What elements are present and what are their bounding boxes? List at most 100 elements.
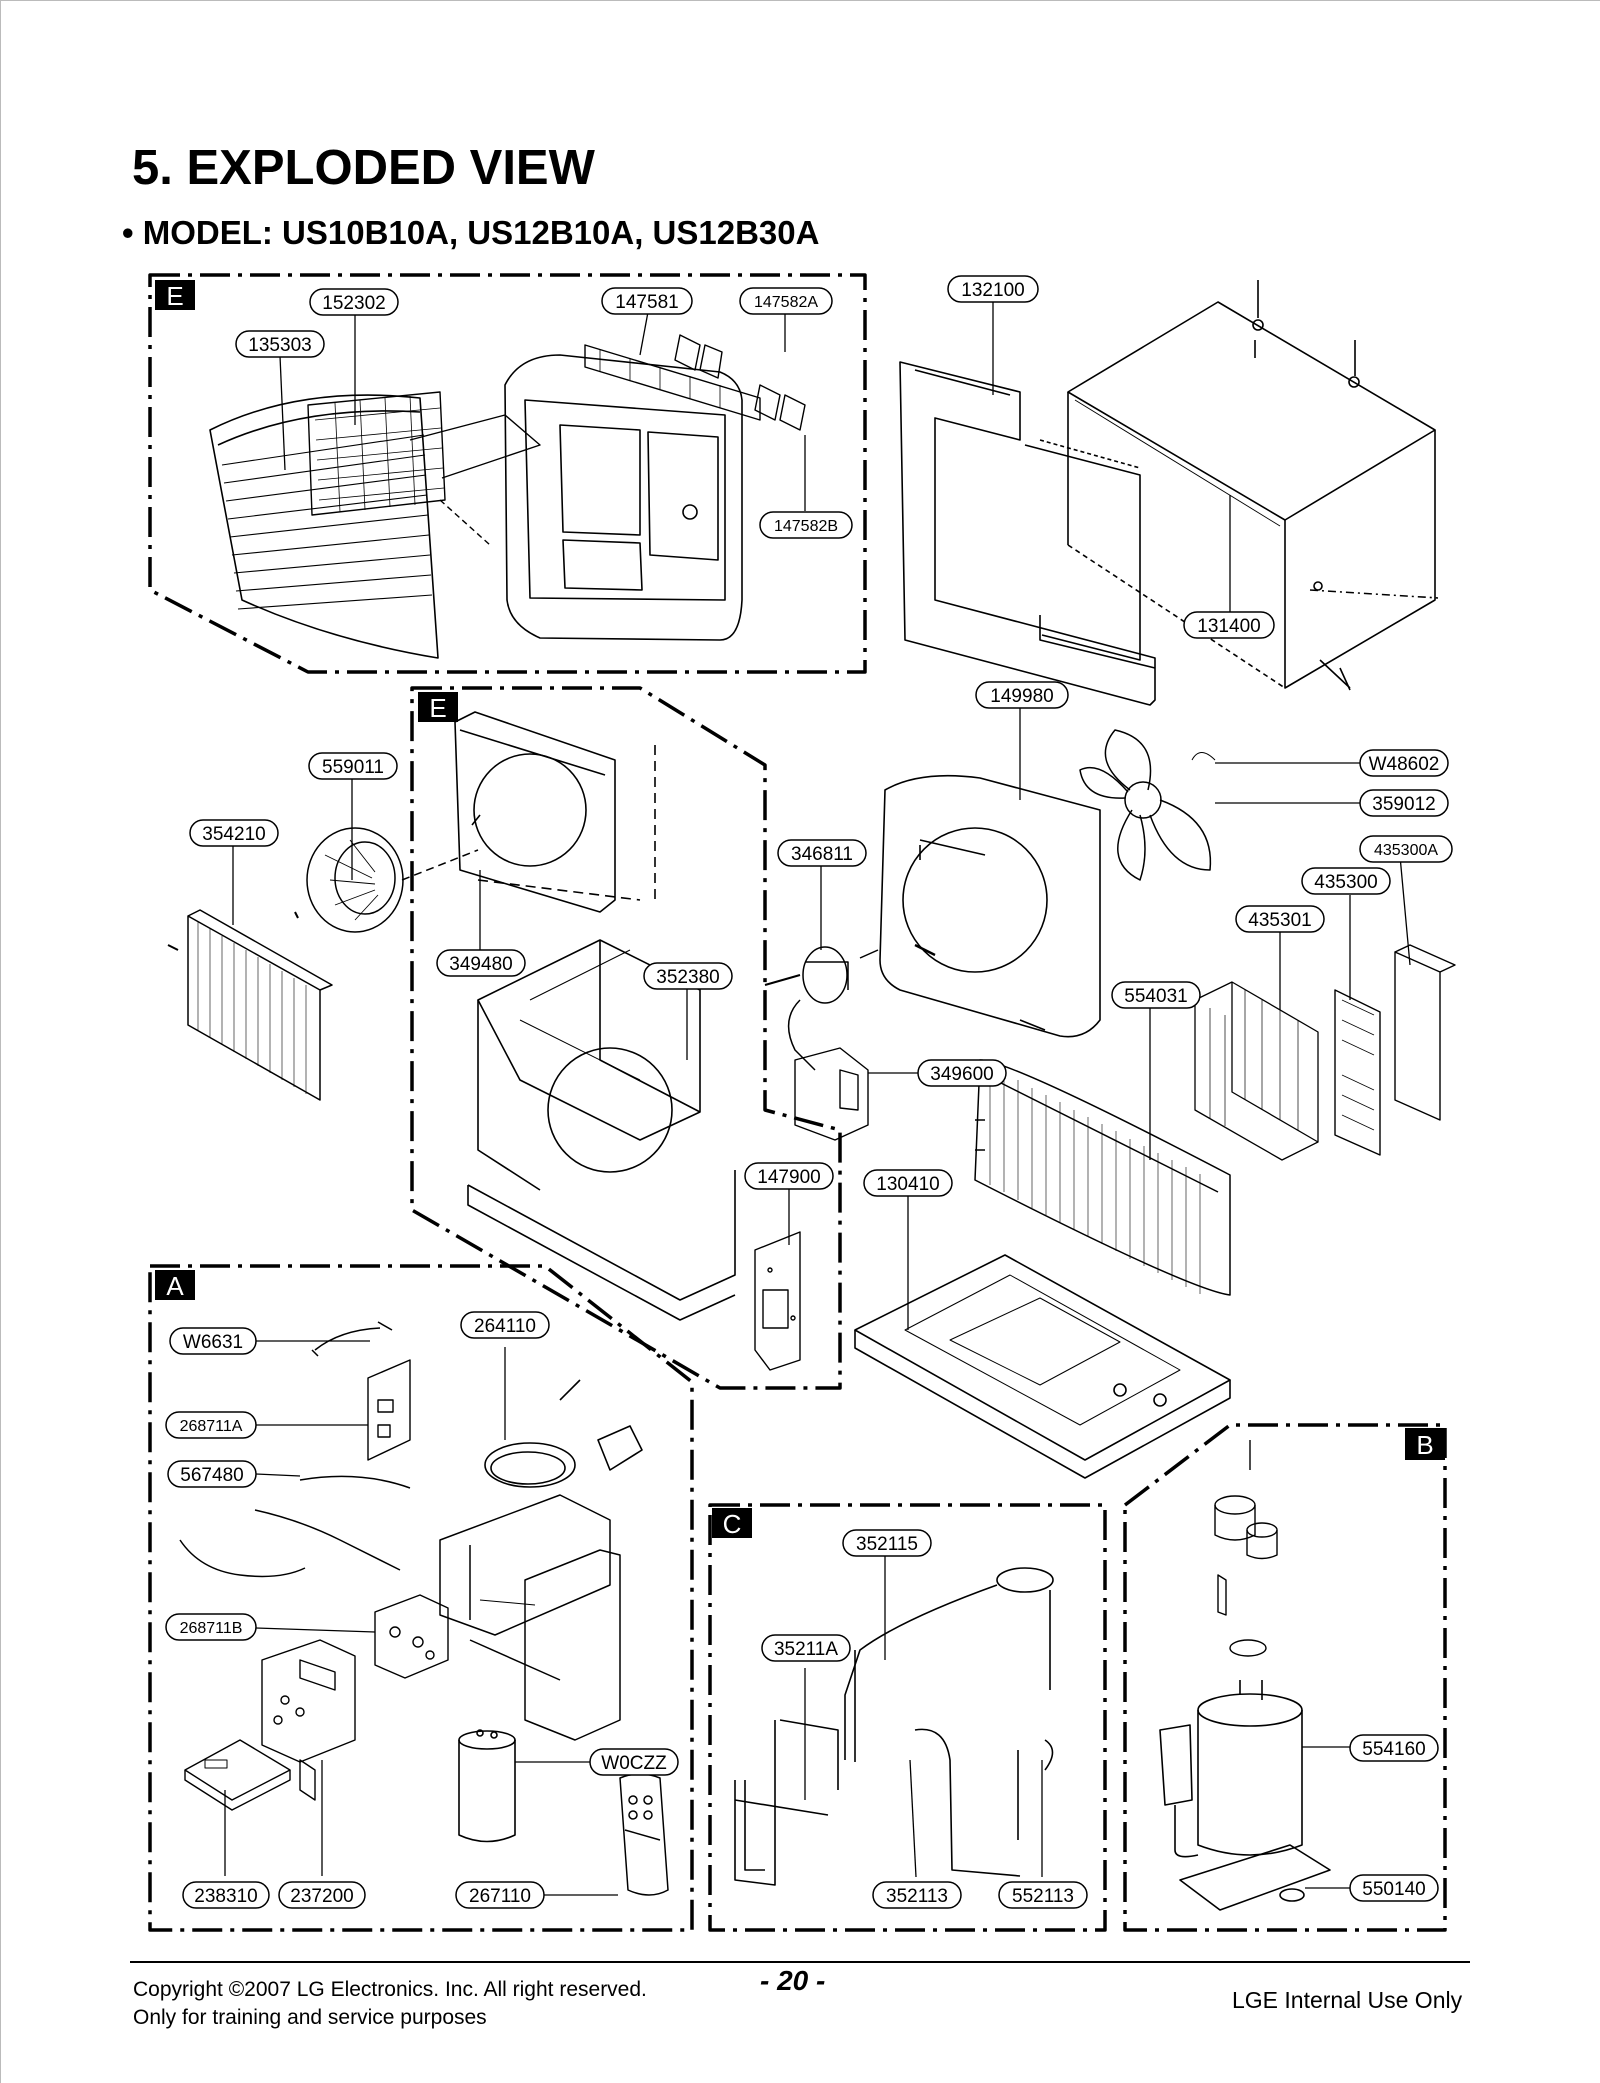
part-callout: 559011	[308, 752, 398, 780]
part-number: W48602	[1369, 754, 1440, 775]
section-c-outline	[708, 1503, 1107, 1932]
part-number: 435301	[1248, 910, 1311, 931]
part-callout: 238310	[182, 1881, 270, 1909]
part-number: 352115	[856, 1534, 918, 1555]
footer-rule	[130, 1961, 1470, 1963]
part-callout: 354210	[189, 819, 279, 847]
propeller-fan-drawing	[1079, 729, 1216, 881]
part-callout: W48602	[1359, 749, 1449, 777]
part-callout: 131400	[1183, 611, 1275, 639]
side-grille-drawing	[1334, 989, 1381, 1156]
part-number: 135303	[248, 335, 311, 356]
section-tab-e-mid: E	[418, 692, 458, 723]
louver-drawing	[584, 334, 806, 431]
part-callout: 435300A	[1359, 835, 1453, 863]
fan-shroud-drawing	[454, 711, 656, 913]
section-letter: B	[1416, 1430, 1433, 1460]
pcb-main-drawing	[367, 1359, 411, 1461]
wiring-harness-drawing	[179, 1321, 411, 1578]
part-number: W0CZZ	[601, 1753, 667, 1774]
part-callout: 554031	[1111, 981, 1201, 1009]
part-number: 349480	[449, 954, 512, 975]
front-panel-drawing	[504, 354, 743, 641]
part-number: 237200	[290, 1886, 353, 1907]
part-callout: 352115	[842, 1529, 932, 1557]
part-callout: 435301	[1235, 905, 1325, 933]
part-callout: W0CZZ	[589, 1748, 679, 1776]
part-callout: 552113	[998, 1881, 1088, 1909]
orifice-shroud-drawing	[879, 774, 1101, 1038]
part-number: 567480	[180, 1465, 243, 1486]
part-callout: 349480	[436, 949, 526, 977]
part-callout: 147581	[601, 287, 693, 315]
part-callout: 435300	[1301, 867, 1391, 895]
part-number: 349600	[930, 1064, 993, 1085]
part-callout: 147582B	[759, 511, 853, 539]
model-heading: • MODEL: US10B10A, US12B10A, US12B30A	[122, 214, 820, 251]
part-number: 131400	[1197, 616, 1260, 637]
base-housing-drawing	[467, 939, 736, 1321]
part-callout: 352113	[872, 1881, 962, 1909]
part-number: 554031	[1124, 986, 1187, 1007]
part-callout: 132100	[947, 275, 1039, 303]
part-number: 149980	[990, 686, 1053, 707]
side-panel-drawing	[1394, 944, 1456, 1121]
evaporator-coil-drawing	[974, 1059, 1231, 1296]
condenser-coil-drawing	[167, 909, 333, 1101]
part-callouts: 152302 135303 147581 147582A 147582B 132…	[165, 275, 1453, 1909]
part-callout: 130410	[863, 1169, 953, 1197]
section-a-outline	[148, 1264, 694, 1932]
part-number: 147900	[757, 1167, 820, 1188]
part-callout: 264110	[460, 1311, 550, 1339]
part-number: 554160	[1362, 1739, 1425, 1760]
section-tab-a: A	[155, 1270, 195, 1301]
part-number: 550140	[1362, 1879, 1425, 1900]
page-number: - 20 -	[760, 1965, 826, 1996]
leader-lines	[224, 301, 1411, 1896]
cabinet-drawing	[1067, 280, 1439, 691]
fan-motor-drawing	[764, 946, 879, 1071]
air-filter-drawing	[307, 391, 541, 546]
part-number: 268711A	[180, 1418, 243, 1435]
part-callout: 268711B	[165, 1613, 257, 1641]
part-callout: 554160	[1349, 1734, 1439, 1762]
part-number: 152302	[322, 293, 385, 314]
part-number: 267110	[469, 1886, 531, 1907]
section-e-mid-outline	[410, 686, 842, 1390]
control-box-drawing	[794, 1047, 869, 1141]
part-callout: 35211A	[761, 1634, 851, 1662]
control-panel-drawing	[261, 1639, 356, 1801]
part-callout: 567480	[167, 1460, 257, 1488]
base-pan-drawing	[854, 1254, 1231, 1479]
section-b-outline	[1123, 1423, 1447, 1932]
page-title: 5. EXPLODED VIEW	[132, 141, 595, 195]
display-label-drawing	[184, 1739, 291, 1811]
part-callout: 147900	[744, 1162, 834, 1190]
bracket-drawing	[754, 1231, 801, 1371]
part-number: 435300	[1314, 872, 1377, 893]
part-number: 352113	[886, 1886, 948, 1907]
compressor-drawing	[1159, 1680, 1331, 1911]
section-letter: E	[166, 281, 183, 311]
overload-terminal-drawing	[1214, 1440, 1278, 1657]
remote-control-drawing	[619, 1773, 669, 1896]
part-number: 147582B	[774, 518, 838, 535]
part-number: 132100	[961, 280, 1024, 301]
front-grille-drawing	[209, 394, 439, 659]
power-cord-drawing	[484, 1379, 643, 1488]
part-callout: 147582A	[739, 287, 833, 315]
part-callout: 152302	[309, 288, 399, 316]
part-number: 147582A	[754, 294, 818, 311]
part-number: 130410	[876, 1174, 939, 1195]
section-letter: A	[166, 1271, 184, 1301]
front-frame-drawing	[899, 361, 1156, 706]
footer-copyright: Copyright ©2007 LG Electronics. Inc. All…	[133, 1978, 647, 2001]
part-number: 238310	[194, 1886, 257, 1907]
part-callout: 267110	[455, 1881, 545, 1909]
refrigerant-tubing-drawing	[734, 1567, 1054, 1886]
part-number: 35211A	[774, 1639, 838, 1660]
capacitor-drawing	[458, 1729, 516, 1843]
part-number: 147581	[615, 292, 678, 313]
